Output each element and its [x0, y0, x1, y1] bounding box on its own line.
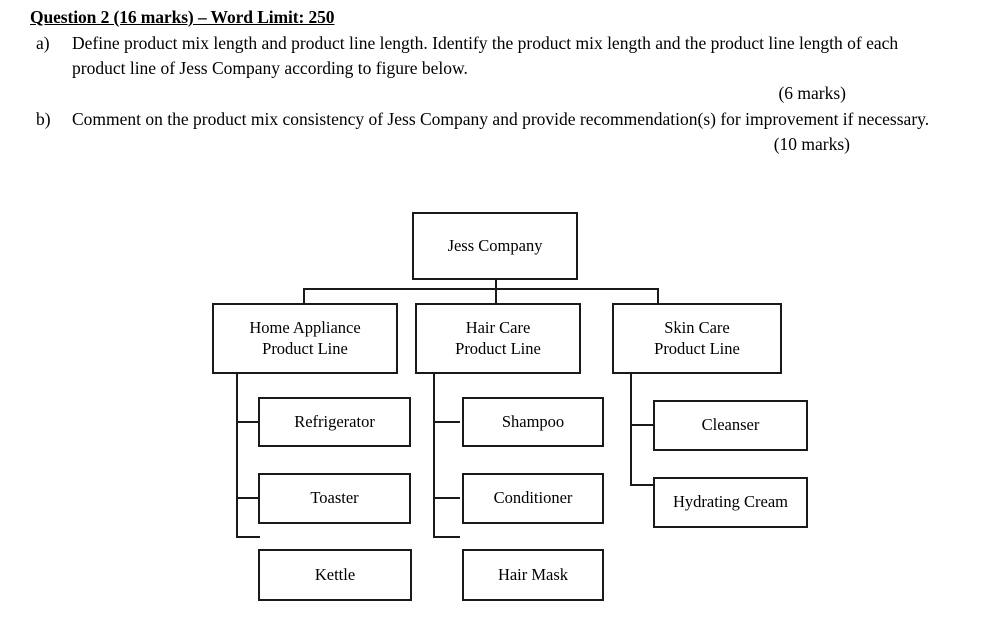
connector-root-drop — [495, 279, 497, 290]
question-item-b: b) Comment on the product mix consistenc… — [30, 107, 930, 132]
connector-trunk-skin-care — [630, 373, 632, 486]
connector-stub-conditioner — [433, 497, 460, 499]
node-hair-care-subtitle: Product Line — [455, 338, 541, 358]
node-jess-company: Jess Company — [412, 212, 578, 280]
connector-trunk-hair-care — [433, 373, 435, 538]
node-hair-mask: Hair Mask — [462, 549, 604, 601]
node-hair-care-product-line: Hair Care Product Line — [415, 303, 581, 374]
node-hair-care-title: Hair Care — [465, 317, 531, 337]
node-home-appliance-product-line-label: Home Appliance Product Line — [249, 318, 360, 359]
node-hair-mask-label: Hair Mask — [497, 564, 569, 584]
node-shampoo: Shampoo — [462, 397, 604, 447]
connector-stub-hair-mask — [433, 536, 460, 538]
node-jess-company-label: Jess Company — [447, 235, 543, 255]
node-toaster: Toaster — [258, 473, 411, 524]
node-kettle: Kettle — [258, 549, 412, 601]
node-toaster-label: Toaster — [310, 488, 359, 508]
node-refrigerator: Refrigerator — [258, 397, 411, 447]
node-home-appliance-subtitle: Product Line — [262, 338, 348, 358]
connector-root-bus — [303, 288, 659, 290]
question-item-a-marker: a) — [36, 32, 50, 53]
connector-bus-drop-left — [303, 288, 305, 304]
connector-stub-cleanser — [630, 424, 655, 426]
connector-trunk-home-appliance — [236, 373, 238, 538]
question-item-b-text: Comment on the product mix consistency o… — [72, 109, 930, 130]
node-refrigerator-label: Refrigerator — [294, 411, 375, 431]
question-item-a: a) Define product mix length and product… — [30, 31, 930, 81]
node-hydrating-cream-label: Hydrating Cream — [672, 492, 788, 512]
node-hair-care-product-line-label: Hair Care Product Line — [455, 318, 541, 359]
node-home-appliance-product-line: Home Appliance Product Line — [212, 303, 398, 374]
node-skin-care-title: Skin Care — [664, 317, 730, 337]
connector-bus-drop-middle — [495, 288, 497, 304]
node-cleanser: Cleanser — [653, 400, 808, 451]
node-home-appliance-title: Home Appliance — [249, 317, 361, 337]
connector-stub-toaster — [236, 497, 260, 499]
question-block: Question 2 (16 marks) – Word Limit: 250 … — [30, 6, 930, 158]
connector-stub-shampoo — [433, 421, 460, 423]
node-skin-care-product-line: Skin Care Product Line — [612, 303, 782, 374]
node-cleanser-label: Cleanser — [701, 415, 760, 435]
node-shampoo-label: Shampoo — [501, 411, 565, 431]
node-hydrating-cream: Hydrating Cream — [653, 477, 808, 528]
question-item-b-marks: (10 marks) — [773, 134, 850, 155]
node-conditioner-label: Conditioner — [493, 488, 573, 508]
connector-stub-hydrating-cream — [630, 484, 655, 486]
question-list: a) Define product mix length and product… — [30, 31, 930, 158]
question-item-a-marks: (6 marks) — [778, 83, 846, 103]
node-skin-care-product-line-label: Skin Care Product Line — [654, 318, 740, 359]
node-kettle-label: Kettle — [314, 564, 356, 584]
connector-bus-drop-right — [657, 288, 659, 304]
connector-stub-kettle — [236, 536, 260, 538]
node-conditioner: Conditioner — [462, 473, 604, 524]
node-skin-care-subtitle: Product Line — [654, 338, 740, 358]
question-item-b-marker: b) — [36, 109, 51, 130]
question-heading: Question 2 (16 marks) – Word Limit: 250 — [30, 7, 335, 27]
connector-stub-refrigerator — [236, 421, 260, 423]
question-item-a-text: Define product mix length and product li… — [72, 32, 899, 78]
